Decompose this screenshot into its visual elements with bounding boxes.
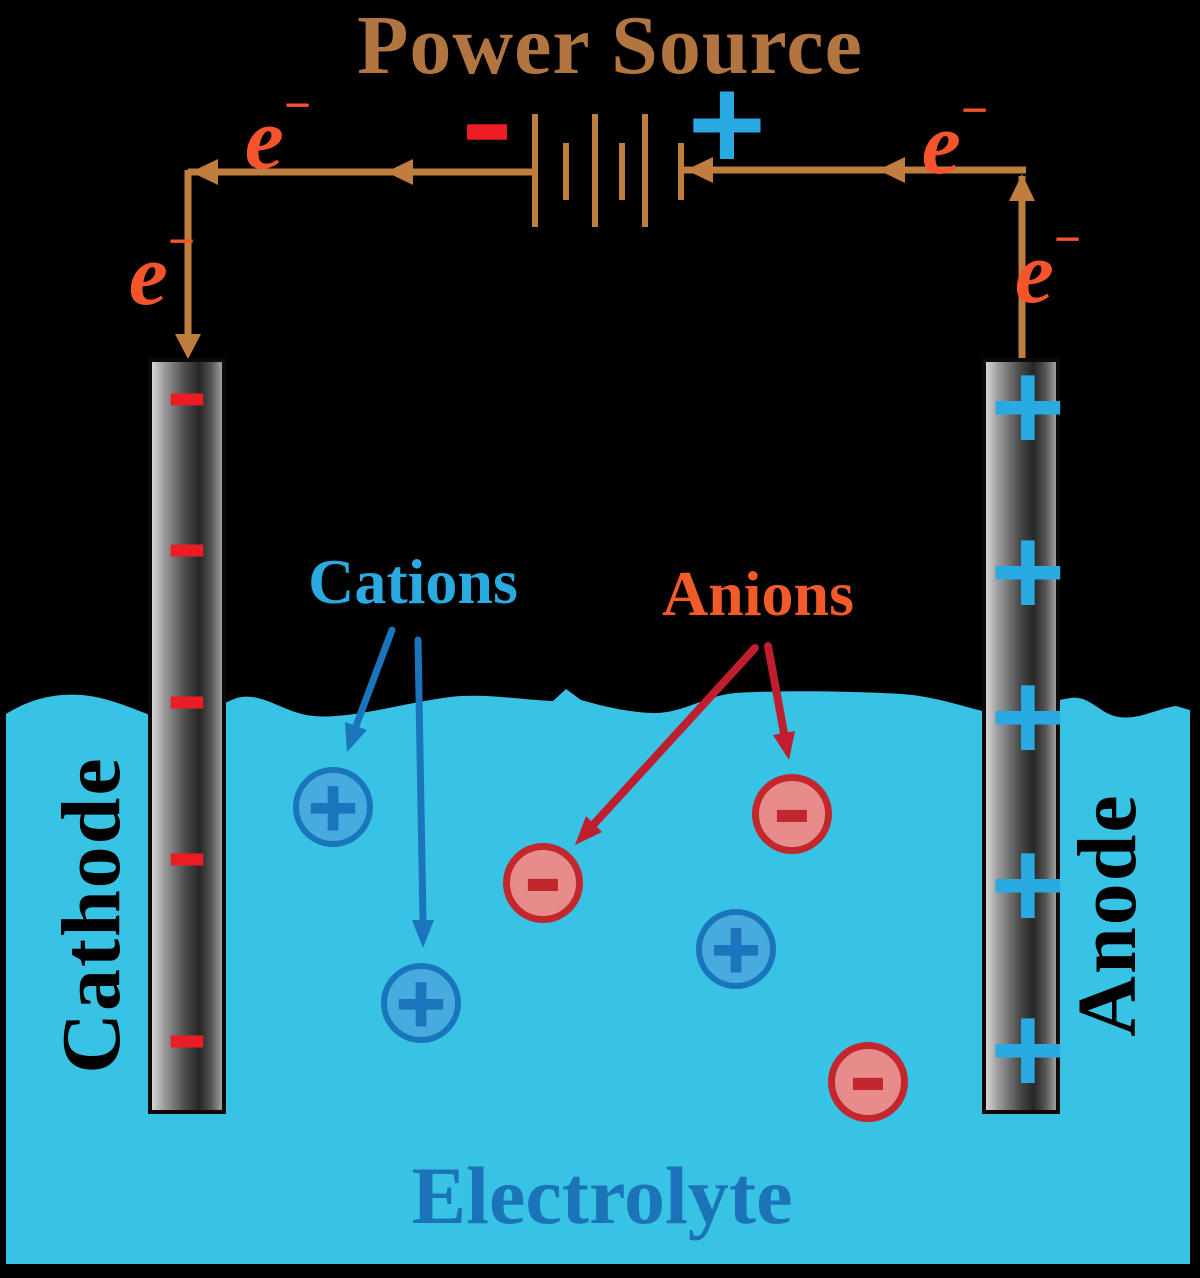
arrow-left-icon: [191, 159, 218, 185]
minus-mark-icon: −: [165, 489, 209, 609]
electron-minus: −: [960, 84, 989, 137]
electron-minus: −: [1053, 213, 1082, 266]
plus-mark-icon: +: [985, 346, 1071, 463]
anion-ion: −: [828, 1029, 908, 1135]
cation-ion: +: [381, 963, 461, 1043]
electron-label: e −: [128, 218, 195, 324]
arrow-head-icon: [412, 920, 434, 948]
cathode-label: Cathode: [45, 756, 138, 1074]
minus-icon: −: [771, 752, 813, 876]
minus-mark-icon: −: [165, 641, 209, 761]
cation-ion: +: [293, 767, 373, 847]
electron-minus: −: [283, 79, 312, 132]
electron-label: e −: [921, 87, 988, 193]
minus-icon: −: [847, 1020, 889, 1144]
arrow-head-icon: [345, 722, 367, 752]
cations-label: Cations: [308, 546, 518, 617]
electron-e: e: [244, 91, 284, 188]
arrow-head-icon: [575, 816, 602, 845]
battery-icon: [532, 114, 684, 227]
minus-icon: −: [522, 821, 564, 945]
anode-label: Anode: [1061, 793, 1154, 1037]
anion-ion: −: [503, 830, 583, 936]
electron-e: e: [128, 227, 168, 324]
plus-icon: +: [304, 768, 362, 845]
electron-minus: −: [167, 215, 196, 268]
minus-mark-icon: −: [165, 338, 209, 458]
plus-mark-icon: +: [985, 656, 1071, 773]
anode-electrode: + + + + +: [982, 346, 1071, 1114]
electron-label: e −: [244, 82, 311, 188]
electrolyte-label: Electrolyte: [411, 1150, 793, 1241]
anion-ion: −: [752, 761, 832, 867]
plus-icon: +: [392, 964, 450, 1041]
cation-ion: +: [696, 909, 776, 989]
plus-mark-icon: +: [985, 511, 1071, 628]
power-source-title: Power Source: [357, 0, 863, 92]
plus-icon: +: [707, 910, 765, 987]
arrow-left-icon: [878, 157, 905, 183]
anions-label: Anions: [661, 558, 855, 629]
plus-mark-icon: +: [985, 824, 1071, 941]
minus-mark-icon: −: [165, 798, 209, 918]
electron-e: e: [1014, 225, 1054, 322]
arrow-up-icon: [1009, 174, 1035, 201]
battery-negative-sign: −: [460, 52, 514, 208]
electron-e: e: [921, 96, 961, 193]
plus-mark-icon: +: [985, 989, 1071, 1106]
cathode-electrode: − − − − −: [148, 346, 226, 1114]
minus-mark-icon: −: [165, 980, 209, 1100]
electron-label: e −: [1014, 216, 1081, 322]
battery-positive-sign: +: [682, 61, 771, 183]
arrow-left-icon: [386, 159, 413, 185]
